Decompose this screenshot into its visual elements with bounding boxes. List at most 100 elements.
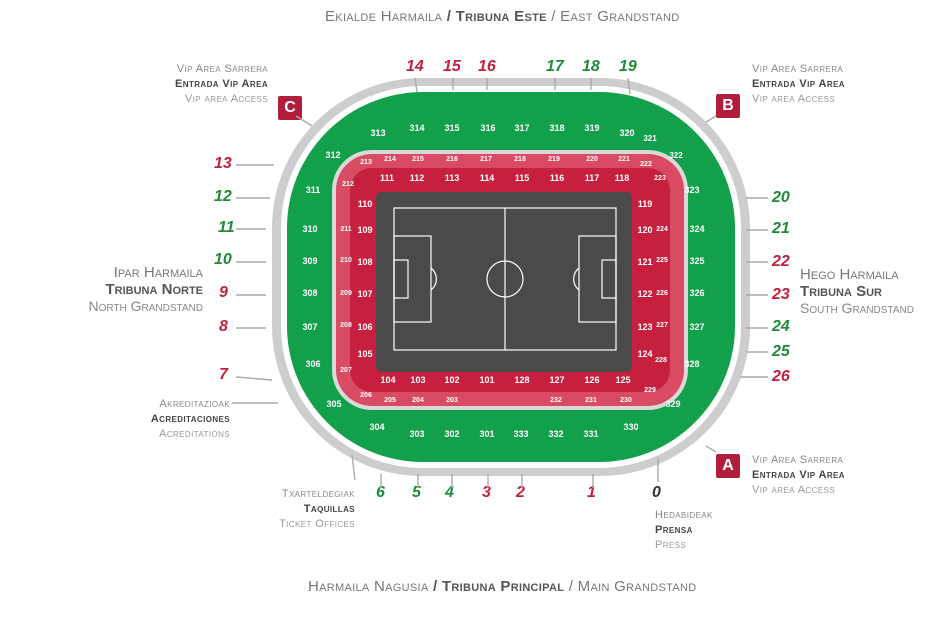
mid-section-211[interactable]: 211 (340, 226, 351, 233)
lower-section-118[interactable]: 118 (615, 173, 630, 183)
lower-section-117[interactable]: 117 (585, 173, 600, 183)
gate-6[interactable]: 6 (376, 484, 385, 501)
upper-section-310[interactable]: 310 (302, 224, 317, 234)
gate-24[interactable]: 24 (772, 318, 790, 335)
lower-section-127[interactable]: 127 (549, 375, 564, 385)
upper-section-327[interactable]: 327 (689, 322, 704, 332)
mid-section-206[interactable]: 206 (360, 392, 372, 399)
lower-section-122[interactable]: 122 (637, 289, 652, 299)
vip-access-b-badge[interactable]: B (716, 94, 740, 118)
gate-25[interactable]: 25 (772, 343, 790, 360)
mid-section-230[interactable]: 230 (620, 397, 632, 404)
lower-section-102[interactable]: 102 (444, 375, 459, 385)
mid-section-224[interactable]: 224 (656, 226, 668, 233)
upper-section-321[interactable]: 321 (643, 134, 657, 143)
mid-section-221[interactable]: 221 (618, 156, 630, 163)
upper-section-323[interactable]: 323 (684, 185, 699, 195)
lower-section-128[interactable]: 128 (514, 375, 529, 385)
gate-16[interactable]: 16 (478, 58, 496, 75)
upper-section-313[interactable]: 313 (370, 128, 385, 138)
upper-section-324[interactable]: 324 (689, 224, 704, 234)
gate-10[interactable]: 10 (214, 251, 232, 268)
gate-12[interactable]: 12 (214, 188, 232, 205)
upper-section-301[interactable]: 301 (479, 429, 494, 439)
upper-section-325[interactable]: 325 (689, 256, 704, 266)
mid-section-205[interactable]: 205 (384, 397, 396, 404)
upper-section-315[interactable]: 315 (444, 123, 459, 133)
upper-section-302[interactable]: 302 (444, 429, 459, 439)
mid-section-207[interactable]: 207 (340, 367, 352, 374)
mid-section-217[interactable]: 217 (480, 156, 492, 163)
lower-section-111[interactable]: 111 (380, 173, 394, 183)
upper-section-329[interactable]: 329 (665, 399, 680, 409)
upper-section-305[interactable]: 305 (326, 399, 341, 409)
vip-access-c-badge[interactable]: C (278, 96, 302, 120)
lower-section-124[interactable]: 124 (637, 349, 652, 359)
upper-section-333[interactable]: 333 (513, 429, 528, 439)
upper-section-330[interactable]: 330 (623, 422, 638, 432)
lower-section-120[interactable]: 120 (637, 225, 652, 235)
lower-section-115[interactable]: 115 (515, 173, 530, 183)
mid-section-213[interactable]: 213 (360, 159, 372, 166)
mid-section-232[interactable]: 232 (550, 397, 562, 404)
mid-section-223[interactable]: 223 (654, 175, 666, 182)
lower-section-101[interactable]: 101 (479, 375, 494, 385)
upper-section-309[interactable]: 309 (302, 256, 317, 266)
mid-section-215[interactable]: 215 (412, 156, 424, 163)
lower-section-105[interactable]: 105 (357, 349, 372, 359)
gate-26[interactable]: 26 (772, 368, 790, 385)
mid-section-227[interactable]: 227 (656, 322, 668, 329)
gate-3[interactable]: 3 (482, 484, 491, 501)
lower-section-119[interactable]: 119 (638, 199, 653, 209)
gate-1[interactable]: 1 (587, 484, 596, 501)
mid-section-210[interactable]: 210 (340, 257, 352, 264)
upper-section-319[interactable]: 319 (584, 123, 599, 133)
mid-section-204[interactable]: 204 (412, 397, 424, 404)
mid-section-218[interactable]: 218 (514, 156, 526, 163)
gate-2[interactable]: 2 (516, 484, 525, 501)
upper-section-326[interactable]: 326 (689, 288, 704, 298)
lower-section-116[interactable]: 116 (550, 173, 565, 183)
lower-section-103[interactable]: 103 (410, 375, 425, 385)
mid-section-216[interactable]: 216 (446, 156, 458, 163)
mid-section-219[interactable]: 219 (548, 156, 560, 163)
mid-section-222[interactable]: 222 (640, 161, 652, 168)
gate-13[interactable]: 13 (214, 155, 232, 172)
mid-section-225[interactable]: 225 (656, 257, 668, 264)
gate-15[interactable]: 15 (443, 58, 461, 75)
upper-section-303[interactable]: 303 (409, 429, 424, 439)
mid-section-229[interactable]: 229 (644, 387, 656, 394)
gate-7[interactable]: 7 (219, 366, 228, 383)
mid-section-208[interactable]: 208 (340, 322, 352, 329)
gate-17[interactable]: 17 (546, 58, 564, 75)
upper-section-332[interactable]: 332 (548, 429, 563, 439)
lower-section-125[interactable]: 125 (615, 375, 630, 385)
mid-section-231[interactable]: 231 (585, 397, 597, 404)
lower-section-109[interactable]: 109 (357, 225, 372, 235)
upper-section-311[interactable]: 311 (306, 185, 321, 195)
gate-21[interactable]: 21 (772, 220, 790, 237)
upper-section-307[interactable]: 307 (302, 322, 317, 332)
upper-section-308[interactable]: 308 (302, 288, 317, 298)
mid-section-203[interactable]: 203 (446, 397, 458, 404)
gate-14[interactable]: 14 (406, 58, 424, 75)
upper-section-318[interactable]: 318 (549, 123, 564, 133)
gate-23[interactable]: 23 (772, 286, 790, 303)
gate-19[interactable]: 19 (619, 58, 637, 75)
mid-section-209[interactable]: 209 (340, 290, 352, 297)
lower-section-114[interactable]: 114 (480, 173, 495, 183)
gate-20[interactable]: 20 (772, 189, 790, 206)
upper-section-322[interactable]: 322 (669, 151, 683, 160)
lower-section-113[interactable]: 113 (445, 173, 460, 183)
gate-9[interactable]: 9 (219, 284, 228, 301)
upper-section-316[interactable]: 316 (480, 123, 495, 133)
upper-section-306[interactable]: 306 (305, 359, 320, 369)
vip-access-a-badge[interactable]: A (716, 454, 740, 478)
upper-section-328[interactable]: 328 (684, 359, 699, 369)
lower-section-112[interactable]: 112 (410, 173, 425, 183)
gate-8[interactable]: 8 (219, 318, 228, 335)
upper-section-304[interactable]: 304 (369, 422, 384, 432)
lower-section-123[interactable]: 123 (637, 322, 652, 332)
lower-section-121[interactable]: 121 (637, 257, 652, 267)
gate-5[interactable]: 5 (412, 484, 421, 501)
